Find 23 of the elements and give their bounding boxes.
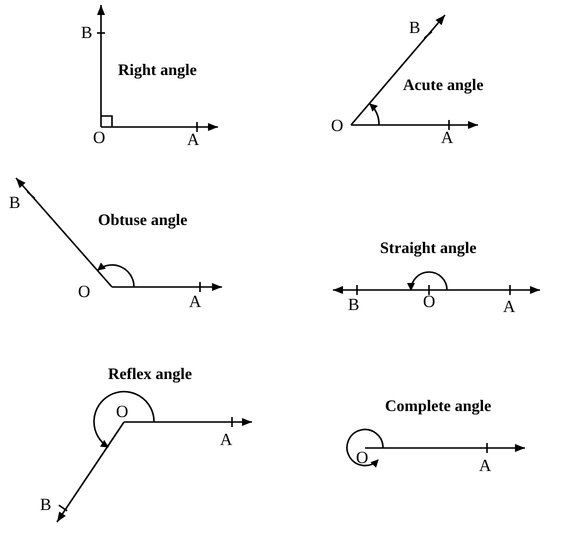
angle-name: Complete angle bbox=[385, 398, 492, 416]
point-label: O bbox=[78, 283, 90, 301]
point-label: A bbox=[187, 131, 200, 149]
point-label: A bbox=[479, 457, 492, 475]
point-label: O bbox=[423, 293, 436, 311]
point-label: A bbox=[441, 129, 454, 147]
point-label: B bbox=[409, 19, 420, 37]
angle-name: Straight angle bbox=[380, 240, 476, 258]
point-label: O bbox=[93, 129, 106, 147]
point-label: O bbox=[356, 449, 368, 467]
point-label: A bbox=[189, 293, 202, 311]
point-label: B bbox=[9, 194, 20, 212]
point-label: O bbox=[331, 117, 344, 135]
point-label: B bbox=[40, 496, 52, 514]
angle-name: Acute angle bbox=[403, 77, 484, 95]
angle-name: Right angle bbox=[118, 62, 197, 80]
angle-name: Reflex angle bbox=[108, 366, 192, 384]
point-label: A bbox=[503, 298, 516, 316]
point-label: O bbox=[116, 403, 128, 421]
point-label: A bbox=[220, 431, 232, 449]
point-label: B bbox=[81, 24, 92, 42]
angle-name: Obtuse angle bbox=[98, 212, 188, 230]
point-label: B bbox=[348, 296, 360, 314]
